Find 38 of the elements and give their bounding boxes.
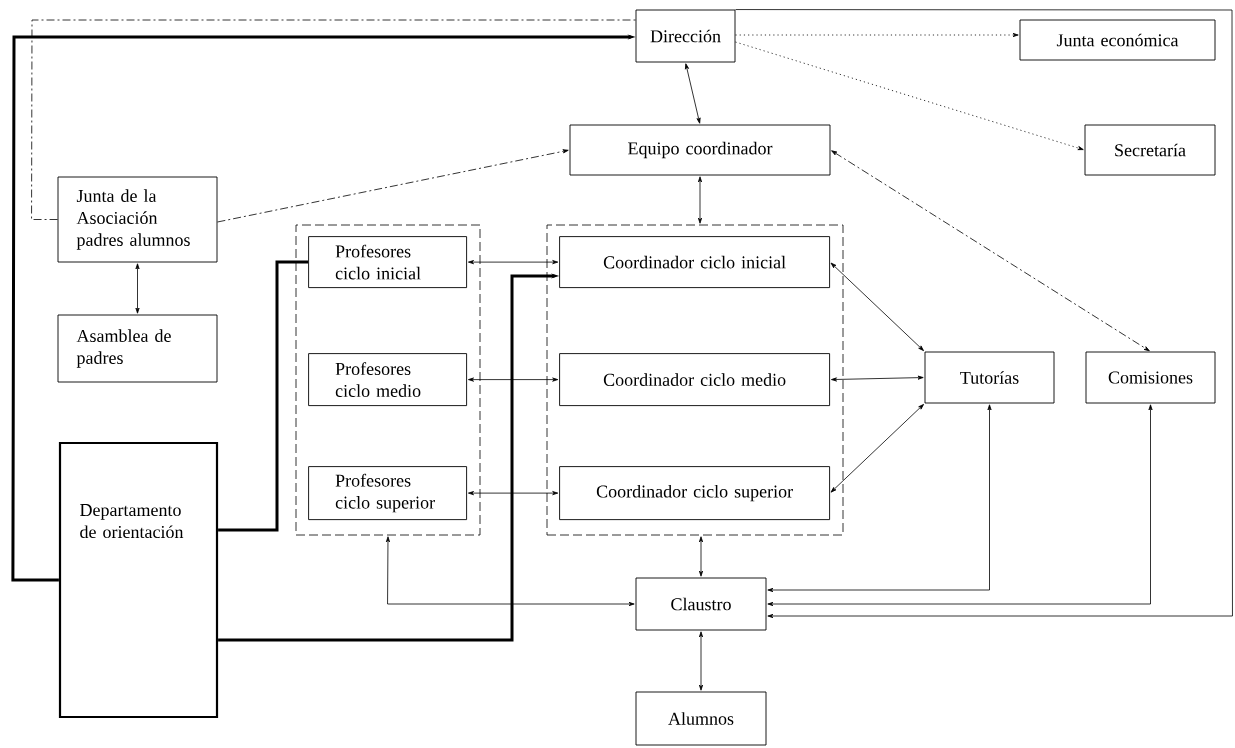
process-box: Profesores ciclo superior	[308, 466, 468, 521]
process-box: Profesores ciclo inicial	[308, 236, 468, 289]
process-box: Claustro	[635, 577, 767, 631]
arrow	[385, 536, 635, 607]
arrow	[685, 63, 701, 124]
process-box: Asamblea de padres	[57, 314, 218, 383]
process-box: Alumnos	[635, 691, 767, 746]
arrow	[217, 149, 569, 223]
process-box: Coordinador ciclo medio	[559, 353, 831, 407]
arrow	[468, 377, 559, 382]
arrow	[735, 9, 1233, 619]
arrow	[468, 260, 559, 265]
arrow	[830, 404, 924, 493]
group-box	[295, 224, 481, 536]
process-box: Coordinador ciclo superior	[559, 466, 831, 521]
process-box: Junta de la Asociación padres alumnos	[57, 176, 218, 263]
arrow	[830, 262, 924, 352]
arrow	[698, 631, 704, 691]
arrow	[831, 150, 1150, 352]
arrow	[831, 375, 924, 382]
arrow	[767, 404, 992, 593]
arrow	[697, 176, 703, 224]
arrow	[468, 491, 559, 496]
arrow	[698, 536, 704, 577]
process-box: Comisiones	[1085, 351, 1216, 404]
arrow	[735, 41, 1084, 151]
process-box: Equipo coordinador	[569, 124, 831, 176]
arrow	[735, 32, 1019, 38]
group-box	[546, 224, 844, 536]
arrow	[135, 263, 140, 314]
process-box: Dirección	[635, 9, 736, 63]
process-box: Coordinador ciclo inicial	[559, 236, 831, 289]
process-box: Profesores ciclo medio	[308, 353, 468, 407]
process-box: Secretaría	[1084, 124, 1216, 176]
process-box: Departamento de orientación	[58, 441, 219, 719]
arrow	[767, 404, 1153, 607]
process-box: Junta económica	[1019, 19, 1216, 61]
process-box: Tutorías	[924, 351, 1055, 404]
